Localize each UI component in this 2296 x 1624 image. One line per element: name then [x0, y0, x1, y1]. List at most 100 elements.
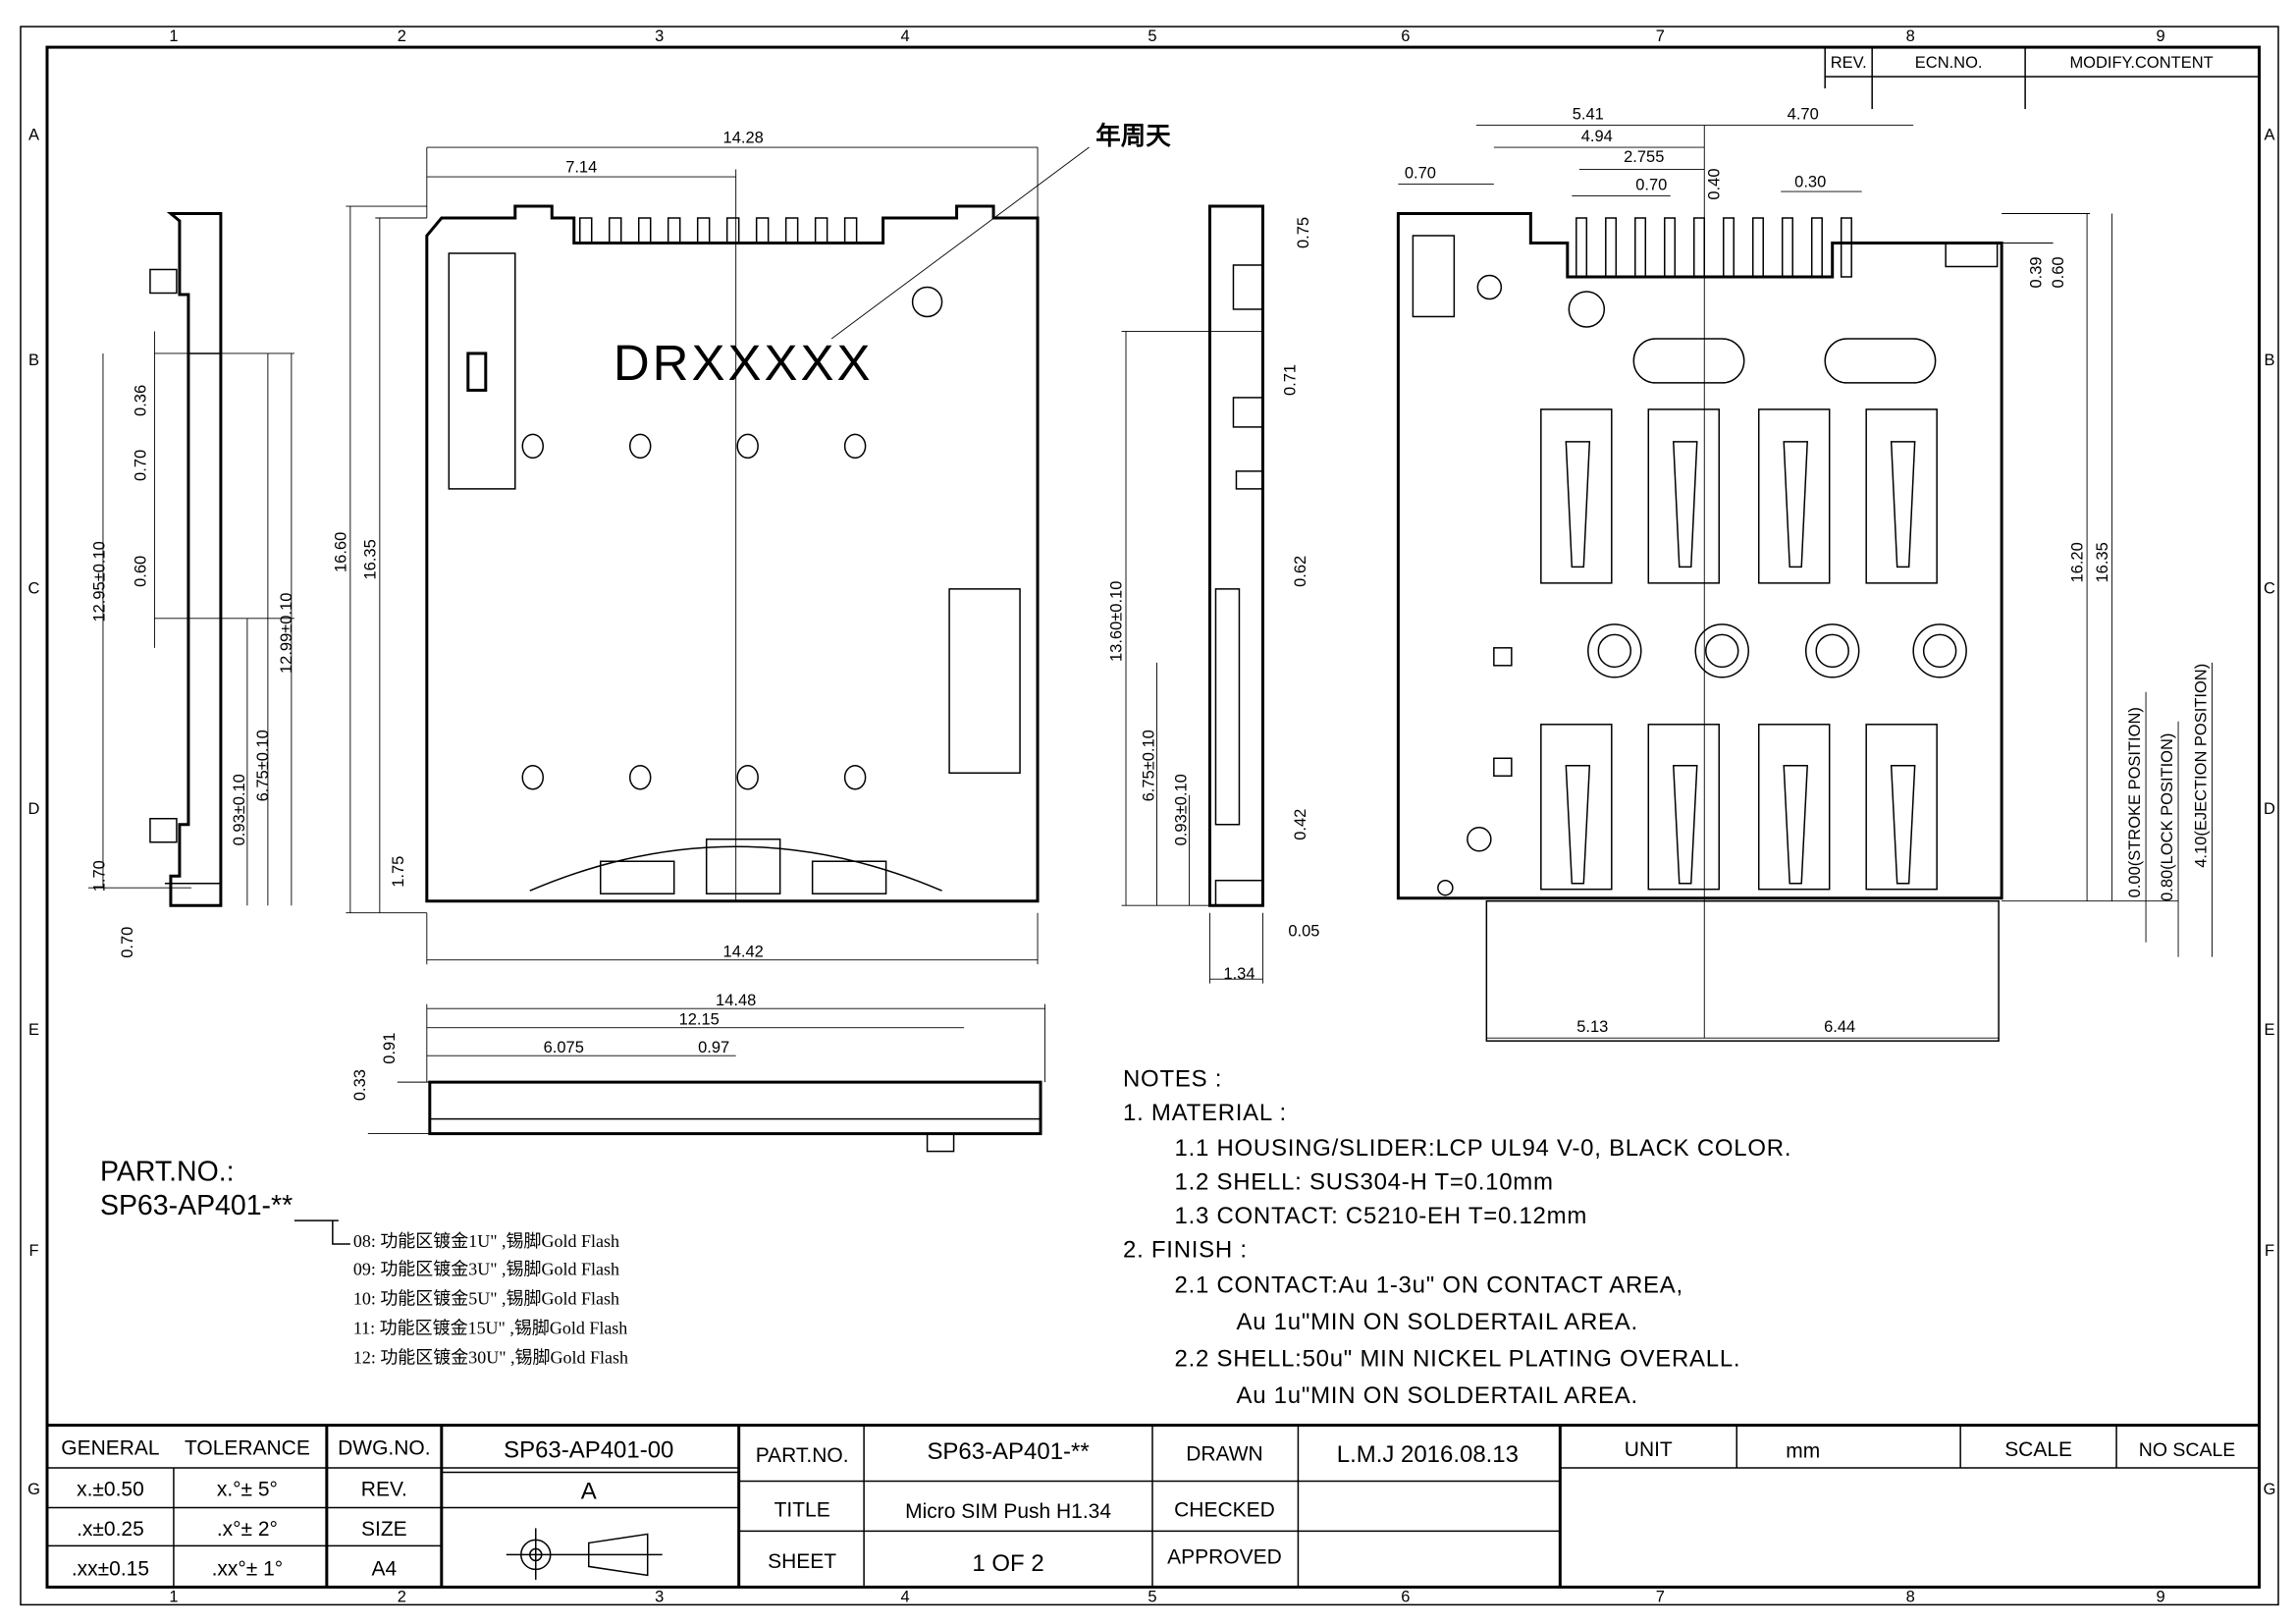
dim-label: 0.00(STROKE POSITION) — [2126, 707, 2144, 897]
hole — [1912, 623, 1967, 678]
sheet-value: 1 OF 2 — [972, 1550, 1043, 1577]
contact-pin — [725, 217, 740, 244]
grid-row-label: E — [28, 1021, 39, 1039]
tolerance-value: .xx°± 1° — [212, 1557, 284, 1580]
square-mark — [1493, 757, 1513, 778]
grid-row-label: E — [2265, 1021, 2275, 1039]
grid-row-label: G — [2264, 1481, 2276, 1498]
part-no-value: SP63-AP401-** — [927, 1438, 1089, 1465]
general-label: GENERAL — [61, 1436, 159, 1459]
dim-label: 0.70 — [132, 450, 149, 481]
grid-row-label: F — [28, 1242, 38, 1260]
projection-symbol-icon — [506, 1528, 663, 1580]
grid-column-label: 7 — [1656, 1588, 1665, 1605]
dim-label: 1.34 — [1223, 965, 1255, 983]
tolerance-value: .x°± 2° — [217, 1518, 278, 1541]
contact-spring — [1672, 441, 1698, 568]
dim-label: 0.97 — [698, 1039, 729, 1056]
note-line: 2. FINISH : — [1123, 1237, 1248, 1264]
dim-label: 14.42 — [723, 944, 764, 961]
tolerance-value: .xx±0.15 — [72, 1557, 149, 1580]
contact-pin — [1810, 217, 1823, 278]
grid-row-label: C — [28, 579, 40, 597]
grid-column-label: 2 — [398, 27, 406, 45]
contact-pin — [1634, 217, 1647, 278]
hole — [521, 433, 545, 460]
hole — [1804, 623, 1860, 678]
dim-label: 6.75±0.10 — [1140, 730, 1157, 801]
contact-window — [1757, 408, 1831, 584]
part-option: 11: 功能区镀金15U" ,锡脚Gold Flash — [353, 1319, 627, 1338]
dim-label: 0.75 — [1295, 217, 1312, 248]
dim-label: 2.755 — [1624, 148, 1664, 166]
grid-row-label: B — [28, 352, 39, 369]
title-block: GENERAL TOLERANCE x.±0.50 x.°± 5° .x±0.2… — [46, 1423, 2260, 1588]
dim-label: 0.33 — [351, 1069, 369, 1101]
unit-label: UNIT — [1625, 1438, 1673, 1461]
contact-pin — [1751, 217, 1764, 278]
part-option: 08: 功能区镀金1U" ,锡脚Gold Flash — [353, 1231, 619, 1251]
contact-window — [1757, 724, 1831, 891]
dim-label: 13.60±0.10 — [1108, 581, 1126, 662]
bottom-view — [1396, 125, 2213, 1042]
contact-pin — [1664, 217, 1677, 278]
dim-label: 0.36 — [132, 385, 149, 416]
dim-label: 1.70 — [90, 860, 108, 892]
contact-pin — [1840, 217, 1852, 278]
dim-label: 0.93±0.10 — [231, 774, 248, 845]
note-line: Au 1u"MIN ON SOLDERTAIL AREA. — [1236, 1309, 1637, 1335]
part-option: 12: 功能区镀金30U" ,锡脚Gold Flash — [353, 1348, 628, 1368]
grid-column-label: 2 — [398, 1588, 406, 1605]
square-mark — [1493, 647, 1513, 667]
note-line: Au 1u"MIN ON SOLDERTAIL AREA. — [1236, 1382, 1637, 1409]
hole — [843, 433, 867, 460]
dim-label: 16.20 — [2069, 542, 2087, 582]
dim-label: 16.35 — [361, 539, 379, 579]
dim-label: 0.91 — [381, 1033, 399, 1064]
hole — [521, 765, 545, 790]
dim-label: 12.99±0.10 — [278, 593, 295, 674]
dim-label: 4.10(EJECTION POSITION) — [2193, 664, 2211, 868]
hole — [1587, 623, 1642, 678]
contact-pin — [1575, 217, 1588, 278]
contact-pin — [755, 217, 770, 244]
note-line: 1.3 CONTACT: C5210-EH T=0.12mm — [1174, 1203, 1587, 1229]
grid-row-label: G — [27, 1481, 40, 1498]
part-option: 10: 功能区镀金5U" ,锡脚Gold Flash — [353, 1289, 619, 1309]
dim-label: 14.48 — [716, 992, 756, 1009]
contact-window — [1865, 724, 1938, 891]
contact-spring — [1783, 441, 1808, 568]
dim-label: 0.42 — [1292, 809, 1309, 840]
grid-column-label: 6 — [1401, 1588, 1410, 1605]
hole — [843, 765, 867, 790]
dim-label: 0.60 — [132, 556, 149, 587]
unit-value: mm — [1786, 1439, 1820, 1462]
dim-label: 4.94 — [1581, 128, 1613, 145]
grid-column-label: 4 — [901, 1588, 910, 1605]
grid-column-label: 5 — [1148, 1588, 1156, 1605]
grid-row-label: A — [2265, 127, 2275, 144]
tolerance-value: x.°± 5° — [217, 1478, 278, 1500]
grid-row-label: D — [2264, 800, 2275, 818]
hole — [628, 765, 652, 790]
hole — [1694, 623, 1749, 678]
contact-window — [1647, 408, 1721, 584]
note-line: 1. MATERIAL : — [1123, 1100, 1287, 1126]
revision-table: REV. ECN.NO. MODIFY.CONTENT — [1824, 46, 2261, 110]
part-no-value: SP63-AP401-** — [100, 1190, 293, 1221]
rev-header: REV. — [1831, 54, 1867, 72]
drawn-value: L.M.J 2016.08.13 — [1337, 1441, 1519, 1468]
dim-label: 4.70 — [1788, 106, 1819, 124]
contact-window — [1865, 408, 1938, 584]
dim-label: 0.60 — [2050, 256, 2067, 288]
modify-content-header: MODIFY.CONTENT — [2069, 54, 2213, 72]
contact-spring — [1890, 765, 1916, 885]
inner-border — [45, 45, 2262, 1589]
front-view — [367, 1003, 1045, 1153]
rev-label: REV. — [361, 1478, 407, 1500]
note-line: 2.1 CONTACT:Au 1-3u" ON CONTACT AREA, — [1174, 1272, 1682, 1299]
dim-label: 16.35 — [2094, 542, 2111, 582]
notes-heading: NOTES : — [1123, 1066, 1222, 1093]
grid-row-label: A — [28, 127, 39, 144]
